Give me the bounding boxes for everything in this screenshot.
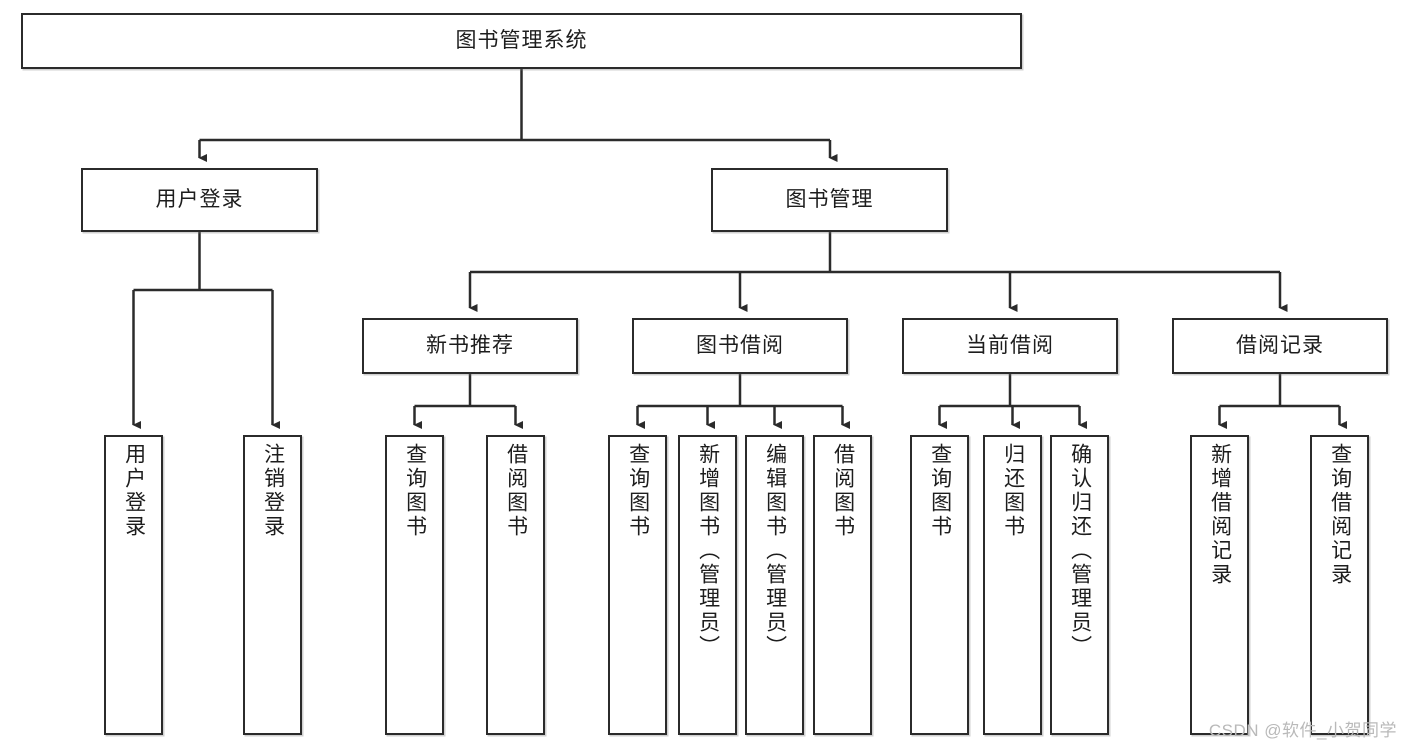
node-leaf-logout[interactable]: 注销登录 [243,435,302,735]
node-leaf-query-book-3[interactable]: 查询图书 [910,435,969,735]
node-current-borrow[interactable]: 当前借阅 [902,318,1118,374]
node-leaf-return-book[interactable]: 归还图书 [983,435,1042,735]
node-leaf-query-book-2-label: 查询图书 [626,443,650,539]
node-borrow-record-label: 借阅记录 [1236,333,1324,357]
node-leaf-borrow-book-1[interactable]: 借阅图书 [486,435,545,735]
node-leaf-query-record-label: 查询借阅记录 [1328,443,1352,587]
node-leaf-query-book-3-label: 查询图书 [928,443,952,539]
node-current-borrow-label: 当前借阅 [966,333,1054,357]
node-book-manage-label: 图书管理 [785,187,874,211]
node-book-borrow-label: 图书借阅 [696,333,784,357]
node-user-login-label: 用户登录 [155,187,244,211]
node-new-book-recommend[interactable]: 新书推荐 [362,318,578,374]
csdn-watermark: CSDN @软件_小贺同学 [1208,721,1397,740]
node-leaf-query-book-1-label: 查询图书 [403,443,427,539]
node-root-label: 图书管理系统 [455,28,588,52]
node-book-borrow[interactable]: 图书借阅 [632,318,848,374]
node-leaf-query-book-2[interactable]: 查询图书 [608,435,667,735]
node-leaf-query-record[interactable]: 查询借阅记录 [1310,435,1369,735]
node-leaf-borrow-book-2[interactable]: 借阅图书 [813,435,872,735]
node-leaf-edit-book-label: 编辑图书（管理员） [763,443,787,659]
node-leaf-confirm-return-label: 确认归还（管理员） [1068,443,1092,659]
node-leaf-confirm-return[interactable]: 确认归还（管理员） [1050,435,1109,735]
node-leaf-borrow-book-2-label: 借阅图书 [831,443,855,539]
node-leaf-user-login-label: 用户登录 [122,443,146,539]
node-book-manage[interactable]: 图书管理 [711,168,948,232]
node-leaf-query-book-1[interactable]: 查询图书 [385,435,444,735]
node-leaf-add-record[interactable]: 新增借阅记录 [1190,435,1249,735]
node-leaf-add-book-label: 新增图书（管理员） [696,443,720,659]
node-leaf-user-login[interactable]: 用户登录 [104,435,163,735]
node-new-book-recommend-label: 新书推荐 [426,333,514,357]
node-user-login[interactable]: 用户登录 [81,168,318,232]
node-root[interactable]: 图书管理系统 [21,13,1022,69]
node-leaf-edit-book[interactable]: 编辑图书（管理员） [745,435,804,735]
node-leaf-add-book[interactable]: 新增图书（管理员） [678,435,737,735]
node-leaf-return-book-label: 归还图书 [1001,443,1025,539]
node-leaf-borrow-book-1-label: 借阅图书 [504,443,528,539]
node-leaf-logout-label: 注销登录 [261,443,285,539]
node-leaf-add-record-label: 新增借阅记录 [1208,443,1232,587]
node-borrow-record[interactable]: 借阅记录 [1172,318,1388,374]
